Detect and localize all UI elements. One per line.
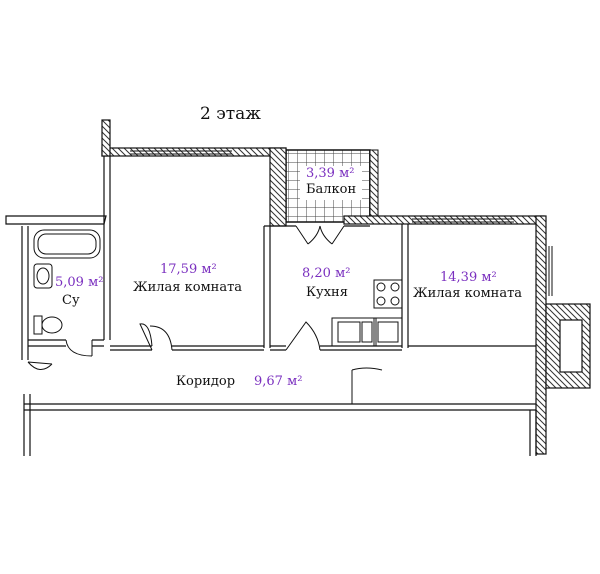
corridor-area: 9,67 м² <box>254 374 303 389</box>
doors <box>27 225 383 404</box>
exterior-walls <box>101 119 591 455</box>
kitchen-name: Кухня <box>306 285 348 300</box>
bathroom-fixtures <box>33 229 101 335</box>
living-room-1-name: Жилая комната <box>133 280 243 295</box>
balcony-name: Балкон <box>306 182 357 197</box>
bathroom-area: 5,09 м² <box>55 275 104 290</box>
living-room-1-area: 17,59 м² <box>160 262 217 277</box>
corridor-name: Коридор <box>176 374 236 389</box>
kitchen-area: 8,20 м² <box>302 266 351 281</box>
balcony <box>285 149 379 223</box>
balcony-area: 3,39 м² <box>306 166 355 181</box>
living-room-2-name: Жилая комната <box>413 286 523 301</box>
kitchen-fixtures <box>331 279 403 347</box>
floor-title: 2 этаж <box>200 104 261 124</box>
living-room-2-area: 14,39 м² <box>440 270 497 285</box>
bathroom-name: Су <box>62 293 80 308</box>
windows <box>130 150 553 296</box>
